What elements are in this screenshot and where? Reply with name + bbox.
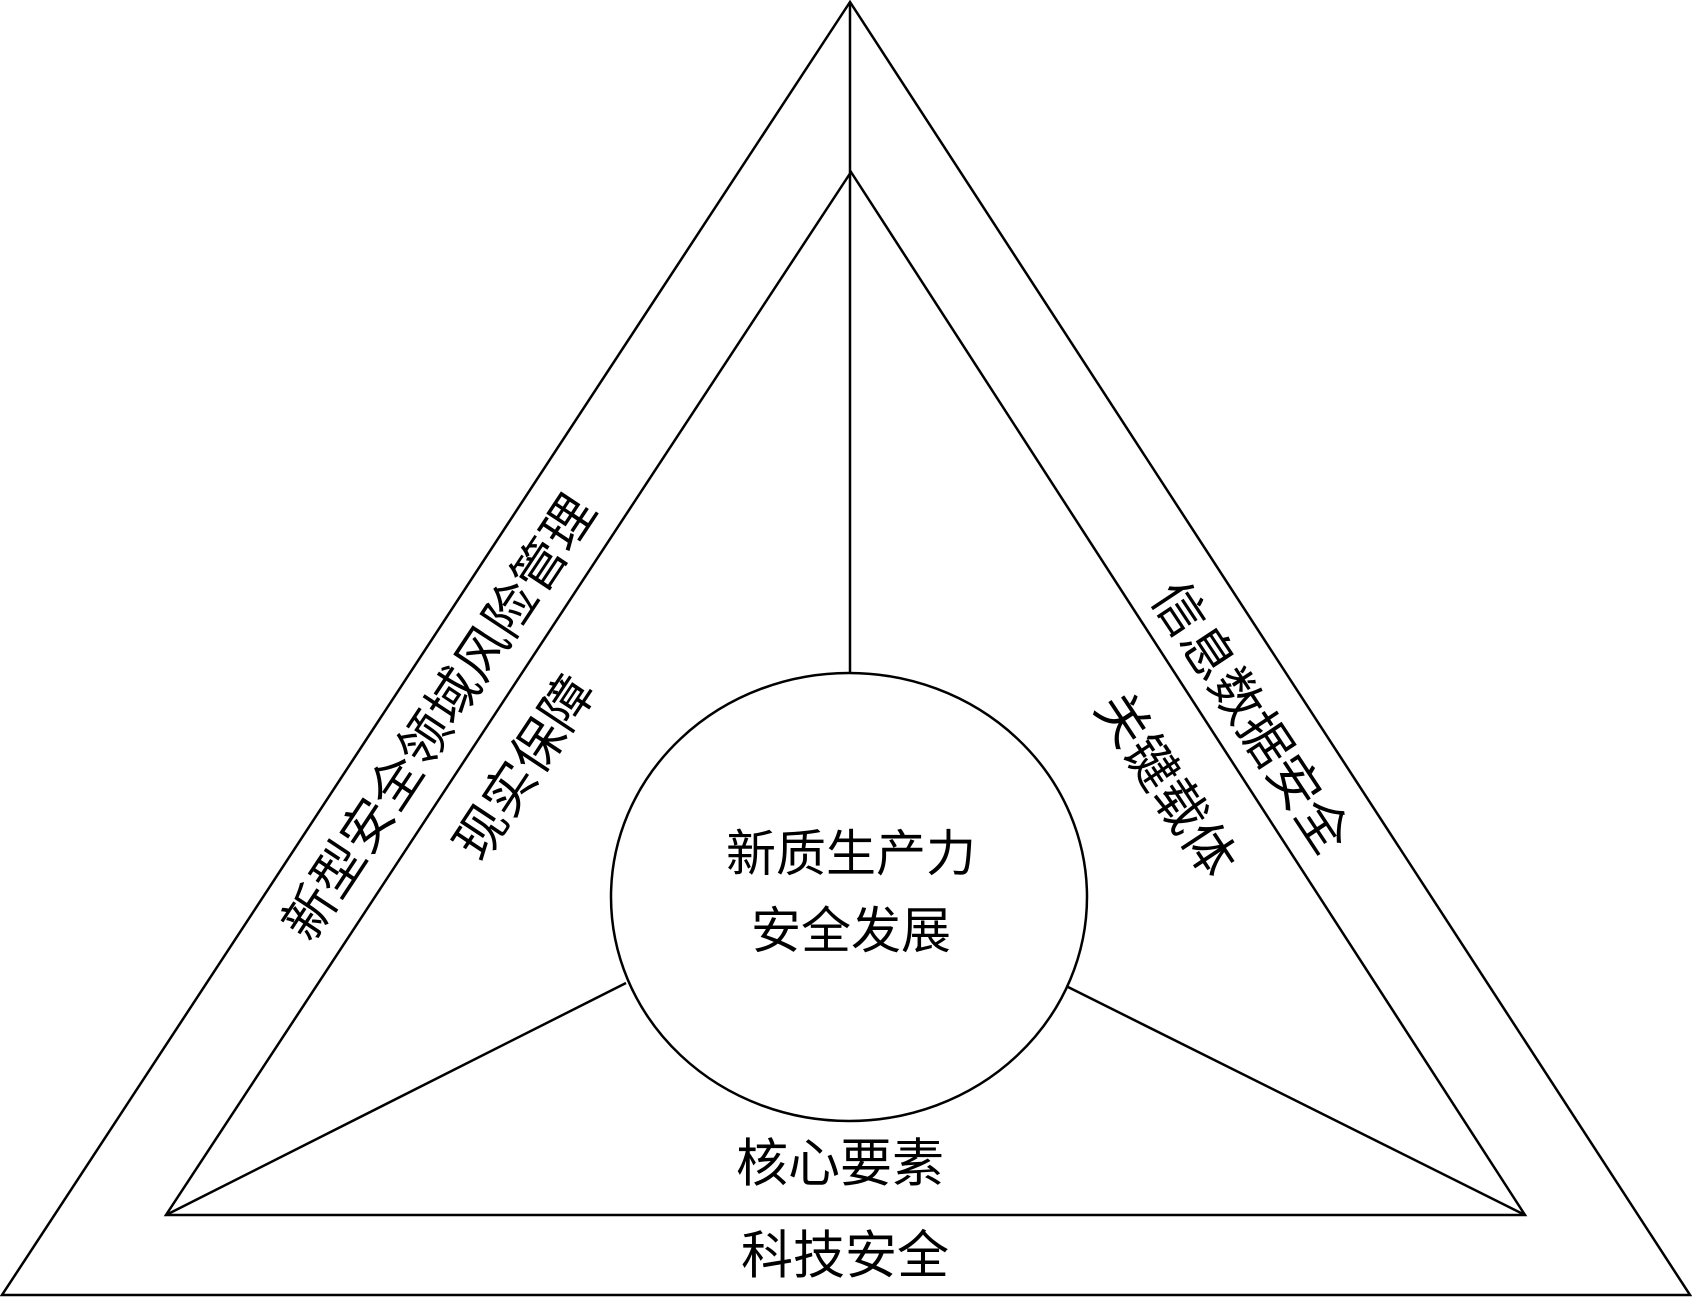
center-circle <box>609 671 1089 1123</box>
bottom-outer-label: 科技安全 <box>741 1227 949 1287</box>
bottom-inner-label: 核心要素 <box>736 1135 944 1195</box>
center-title-line1: 新质生产力 <box>726 825 976 883</box>
left-spoke <box>165 981 627 1217</box>
inner-triangle <box>163 169 1528 1217</box>
right-spoke <box>1067 985 1526 1217</box>
center-title-line2: 安全发展 <box>751 902 951 960</box>
